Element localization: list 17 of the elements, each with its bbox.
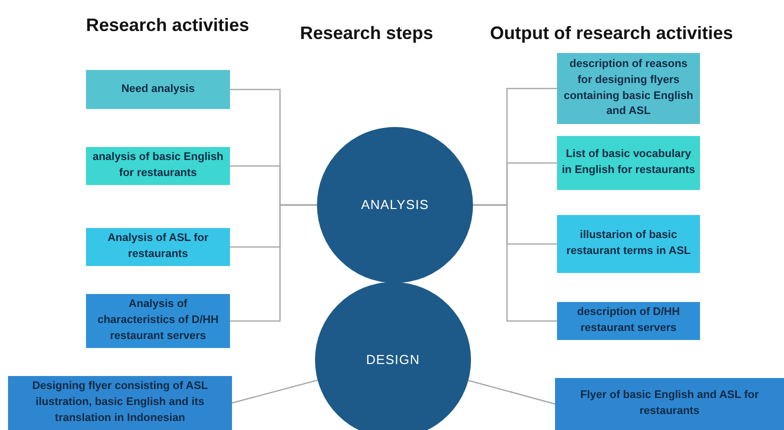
activity-box: Analysis of characteristics of D/HH restaurant servers [86, 294, 230, 348]
connector-line [230, 204, 317, 322]
connector-line [232, 380, 318, 404]
column-heading: Output of research activities [490, 22, 734, 45]
activity-box: Designing flyer consisting of ASL ilustration, basic English and its translation in Indonesian [8, 376, 232, 430]
connector-line [473, 204, 557, 322]
column-heading: Research activities [86, 14, 250, 37]
activity-box: analysis of basic English for restaurants [86, 147, 230, 185]
connector-line [468, 380, 556, 405]
activity-box: illustarion of basic restaurant terms in ASL [557, 215, 700, 273]
activity-box: List of basic vocabulary in English for restaurants [557, 136, 700, 190]
activity-box: description of D/HH restaurant servers [557, 302, 700, 340]
activity-box: Need analysis [86, 70, 230, 109]
column-heading: Research steps [300, 22, 434, 45]
activity-box: Flyer of basic English and ASL for restaurants [555, 378, 784, 430]
activity-box: description of reasons for designing flyers containing basic English and ASL [557, 53, 700, 124]
activity-box: Analysis of ASL for restaurants [86, 228, 230, 266]
